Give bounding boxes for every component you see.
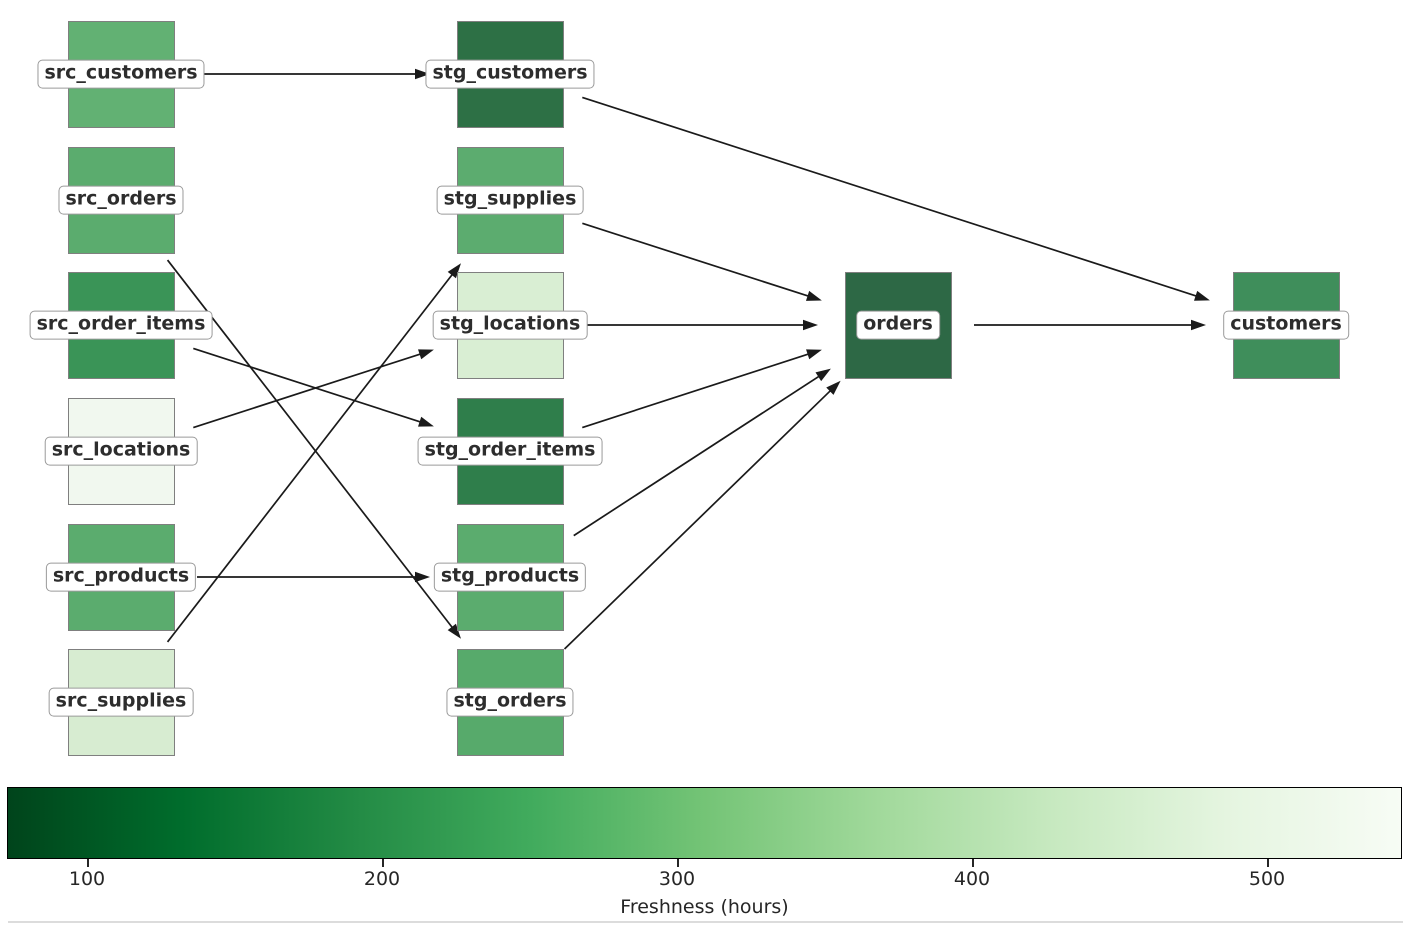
node-label-stg_order_items: stg_order_items — [417, 436, 603, 466]
arrowhead-stg_order_items-orders — [806, 349, 822, 360]
edge-stg_products-orders — [573, 374, 821, 537]
arrowhead-stg_products-orders — [815, 368, 831, 382]
arrowhead-src_products-stg_products — [415, 571, 430, 583]
edge-stg_order_items-orders — [582, 352, 810, 429]
colorbar-tick-mark-400 — [972, 859, 974, 867]
arrowhead-src_locations-stg_locations — [418, 349, 434, 360]
colorbar-tick-mark-300 — [677, 859, 679, 867]
node-label-stg_orders: stg_orders — [446, 687, 574, 717]
colorbar-tick-label-300: 300 — [658, 868, 696, 890]
node-label-orders: orders — [856, 310, 940, 340]
node-label-stg_supplies: stg_supplies — [436, 185, 584, 215]
edge-stg_orders-orders — [563, 389, 832, 650]
colorbar-tick-mark-100 — [87, 859, 89, 867]
arrowhead-orders-customers — [1191, 319, 1206, 331]
arrowhead-stg_orders-orders — [826, 380, 841, 395]
node-label-src_products: src_products — [45, 562, 197, 592]
node-label-src_order_items: src_order_items — [29, 310, 213, 340]
node-label-src_locations: src_locations — [44, 436, 198, 466]
node-label-src_orders: src_orders — [58, 185, 184, 215]
edge-stg_supplies-orders — [582, 222, 810, 298]
edge-src_order_items-stg_order_items — [193, 347, 422, 424]
edge-src_orders-stg_orders — [166, 259, 454, 630]
arrowhead-stg_supplies-orders — [805, 290, 822, 301]
edge-src_locations-stg_locations — [193, 352, 422, 429]
node-label-stg_locations: stg_locations — [432, 310, 588, 340]
arrowhead-src_customers-stg_customers — [415, 68, 430, 80]
colorbar-tick-mark-200 — [382, 859, 384, 867]
node-label-customers: customers — [1223, 310, 1349, 340]
arrowhead-src_order_items-stg_order_items — [418, 416, 434, 427]
colorbar-tick-label-200: 200 — [363, 868, 401, 890]
edge-stg_customers-customers — [582, 96, 1198, 298]
arrowhead-src_supplies-stg_supplies — [447, 263, 461, 279]
colorbar-tick-label-100: 100 — [68, 868, 106, 890]
arrowhead-stg_customers-customers — [1194, 290, 1210, 301]
node-label-stg_products: stg_products — [433, 562, 587, 592]
node-label-src_customers: src_customers — [37, 59, 205, 89]
colorbar-tick-label-500: 500 — [1248, 868, 1286, 890]
node-label-stg_customers: stg_customers — [425, 59, 595, 89]
bottom-hairline — [8, 921, 1403, 923]
node-label-src_supplies: src_supplies — [48, 687, 194, 717]
colorbar-tick-mark-500 — [1267, 859, 1269, 867]
arrowhead-stg_locations-orders — [803, 319, 818, 331]
arrowhead-src_orders-stg_orders — [447, 623, 461, 639]
colorbar-tick-label-400: 400 — [953, 868, 991, 890]
edge-src_supplies-stg_supplies — [166, 272, 454, 643]
freshness-colorbar — [7, 787, 1402, 859]
colorbar-axis-label: Freshness (hours) — [620, 896, 789, 918]
